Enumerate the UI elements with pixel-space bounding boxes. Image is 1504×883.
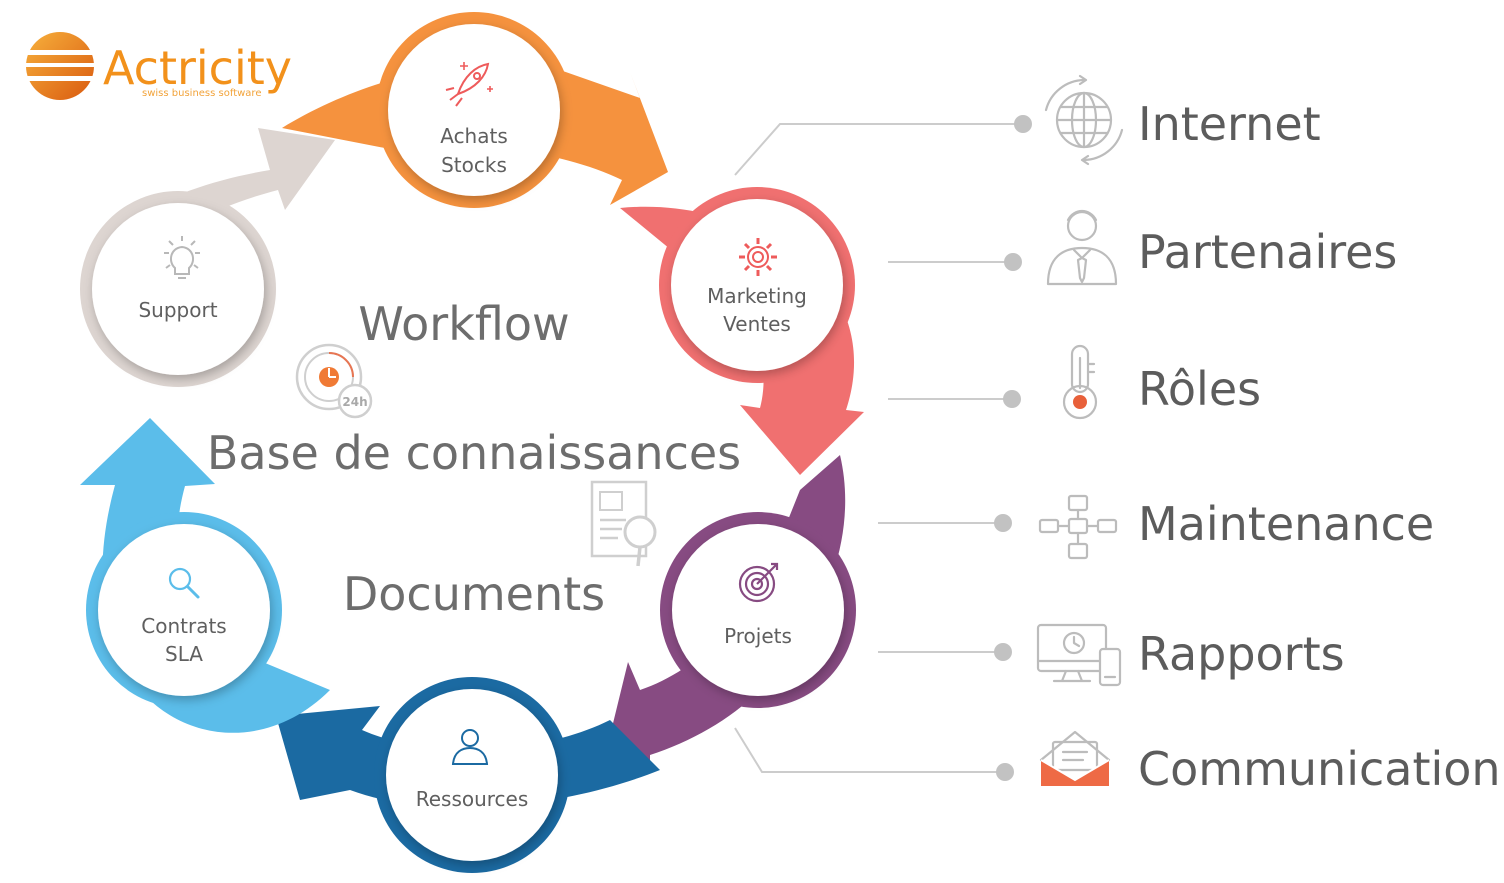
node-projets-line1: Projets xyxy=(724,624,792,648)
hierarchy-icon xyxy=(1038,494,1118,560)
brand-logo: Actricity swiss business software xyxy=(24,32,292,100)
feature-communication-label: Communication xyxy=(1138,742,1501,796)
feature-internet-label: Internet xyxy=(1138,97,1321,151)
connector-lines xyxy=(734,123,1020,773)
node-contrats-line1: Contrats xyxy=(141,614,226,638)
gear-icon xyxy=(739,238,777,276)
key-icon xyxy=(1062,344,1098,420)
businessman-icon xyxy=(1046,209,1118,286)
magnifier-icon xyxy=(168,567,200,599)
document-search-icon xyxy=(590,480,657,567)
node-achats-line2: Stocks xyxy=(441,153,507,177)
node-support[interactable]: Support xyxy=(80,191,276,387)
center-knowledge-base-title: Base de connaissances xyxy=(207,426,741,480)
feature-roles-label: Rôles xyxy=(1138,362,1261,416)
rocket-icon xyxy=(445,62,493,107)
brand-name: Actricity xyxy=(103,41,292,95)
node-marketing-line1: Marketing xyxy=(707,284,807,308)
node-projets[interactable]: Projets xyxy=(660,512,856,708)
brand-tagline: swiss business software xyxy=(142,88,261,99)
node-marketing-ventes[interactable]: Marketing Ventes xyxy=(659,187,855,383)
svg-text:24h: 24h xyxy=(342,395,367,409)
node-ressources[interactable]: Ressources xyxy=(374,677,570,873)
feature-rapports-label: Rapports xyxy=(1138,627,1345,681)
lightbulb-icon xyxy=(164,236,200,279)
node-achats-line1: Achats xyxy=(440,124,508,148)
envelope-icon xyxy=(1039,730,1111,786)
feature-partenaires-label: Partenaires xyxy=(1138,225,1397,279)
clock-24h-icon: 24h xyxy=(295,343,373,419)
node-achats-stocks[interactable]: Achats Stocks xyxy=(376,12,572,208)
node-contrats-line2: SLA xyxy=(165,642,203,666)
center-documents-title: Documents xyxy=(343,567,605,621)
globe-icon xyxy=(1044,74,1124,166)
center-workflow-title: Workflow xyxy=(358,297,569,351)
node-marketing-line2: Ventes xyxy=(723,312,791,336)
sphere-logo-icon xyxy=(24,32,98,100)
node-support-line1: Support xyxy=(138,298,217,322)
person-icon xyxy=(451,729,489,765)
devices-icon xyxy=(1036,623,1122,687)
connector-dots xyxy=(994,115,1032,781)
target-icon xyxy=(738,562,779,603)
feature-maintenance-label: Maintenance xyxy=(1138,497,1434,551)
node-contrats-sla[interactable]: Contrats SLA xyxy=(86,512,282,708)
node-ressources-line1: Ressources xyxy=(416,787,529,811)
